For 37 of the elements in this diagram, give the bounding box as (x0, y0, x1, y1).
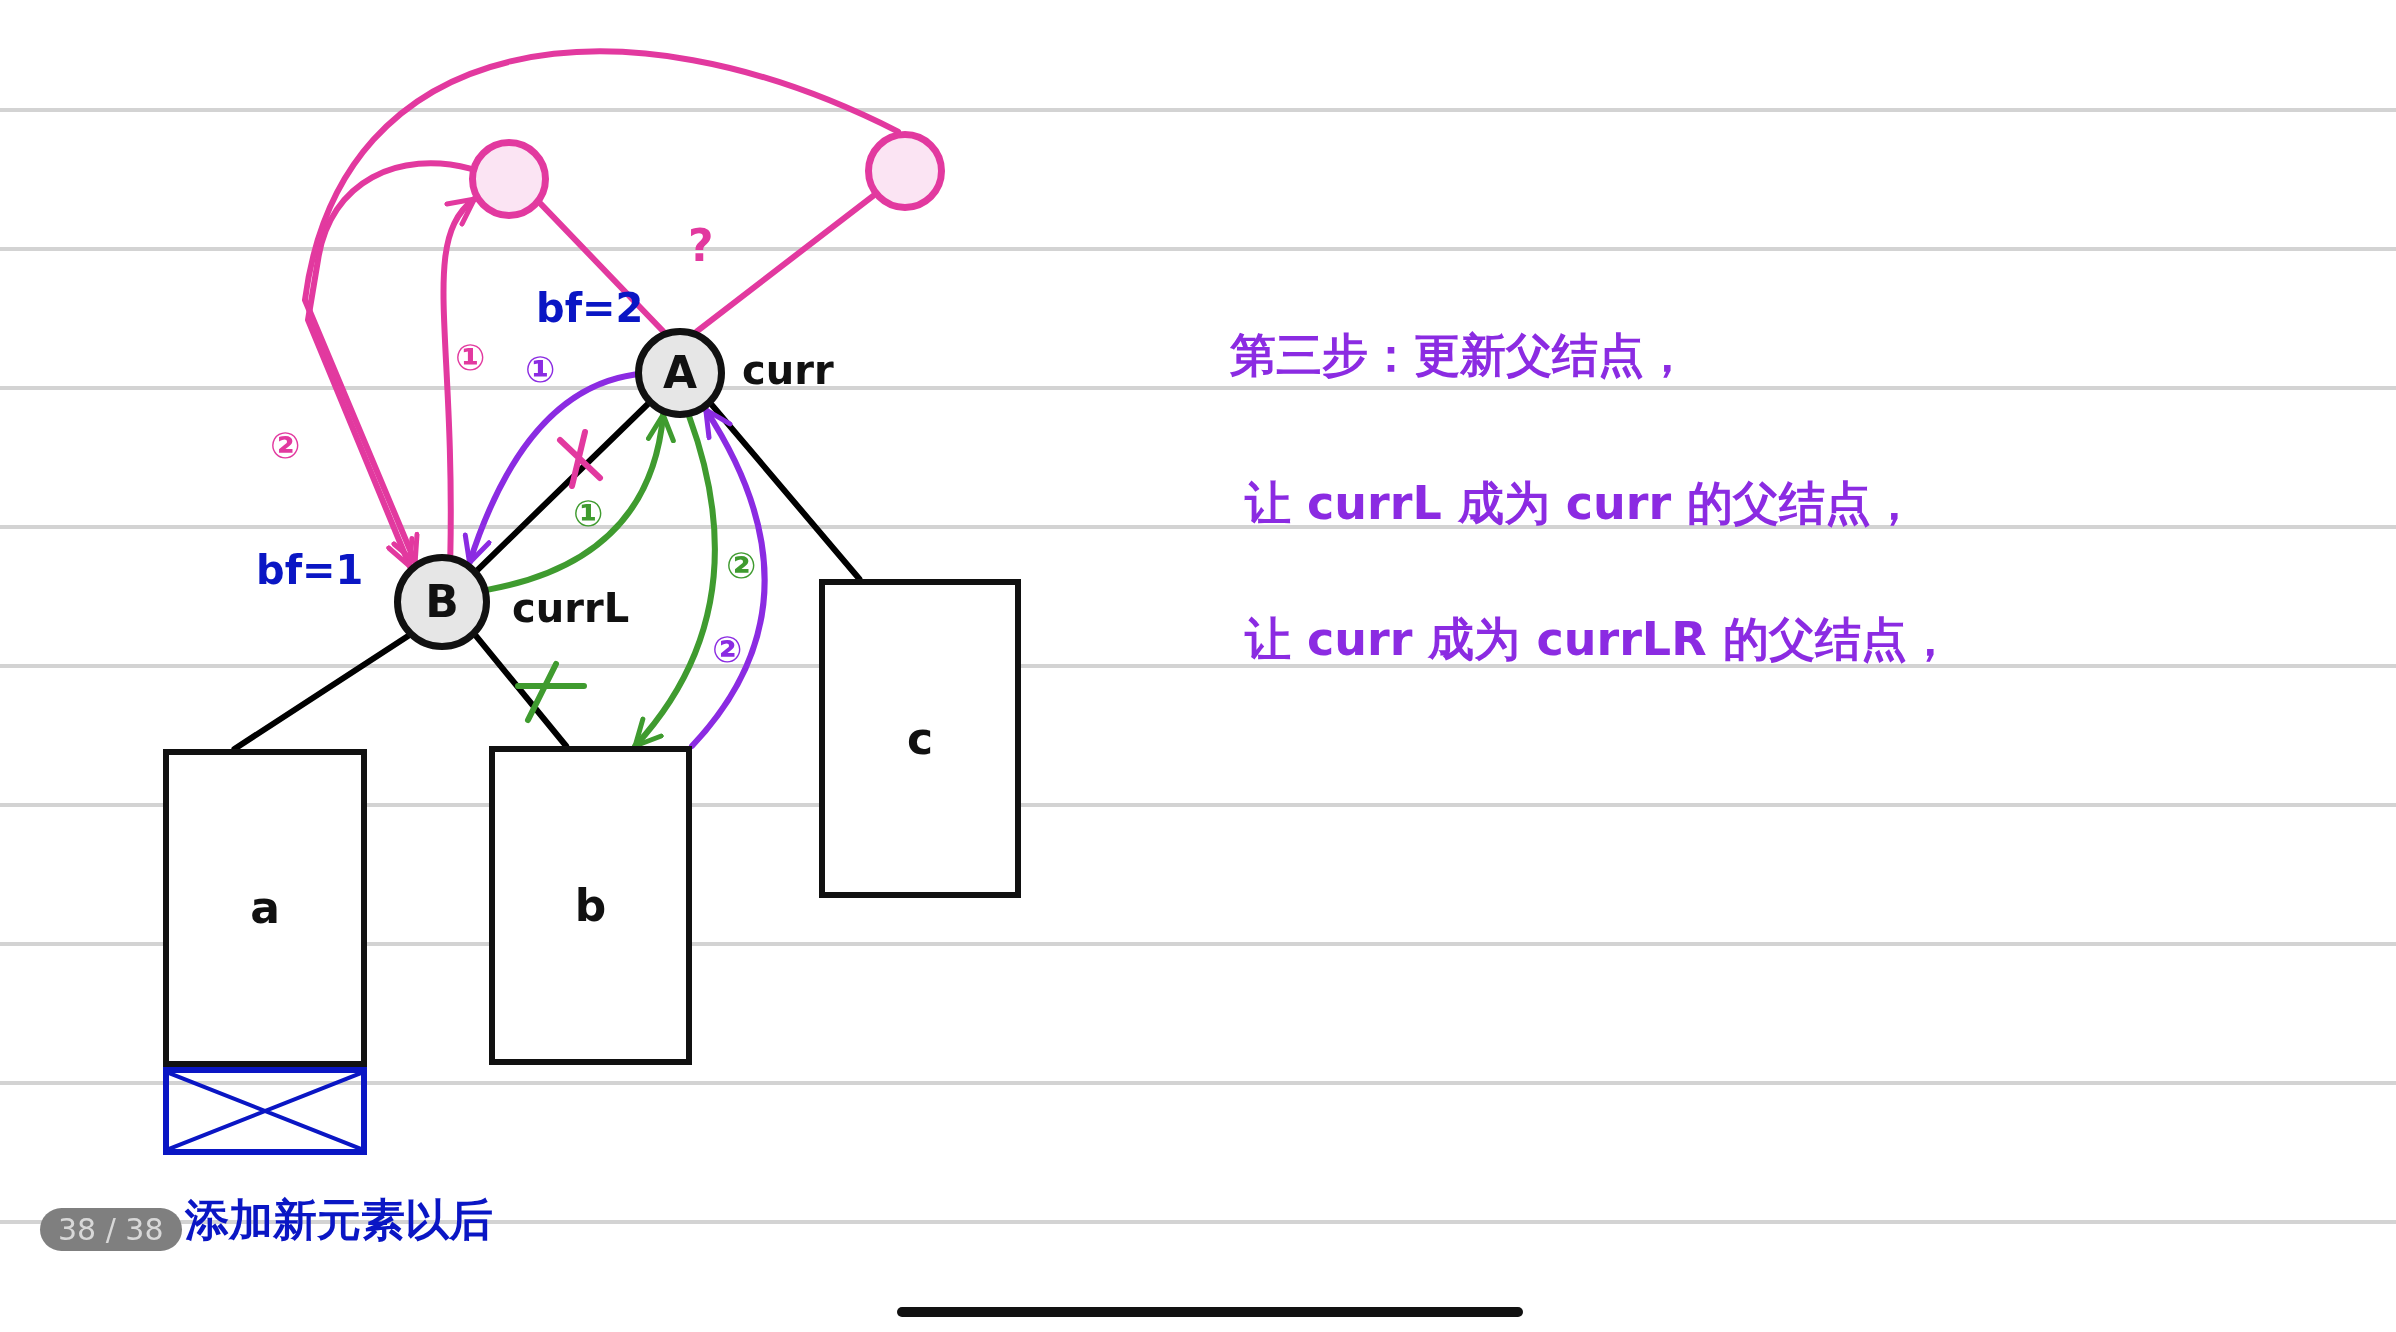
edge-label: ② (726, 548, 757, 584)
connector-line (474, 401, 651, 573)
connector-line (472, 632, 570, 749)
arrow (632, 414, 718, 749)
edge-label: ① (455, 340, 486, 376)
note-text: 第三步：更新父结点， (1230, 330, 1690, 381)
node-label: B (425, 580, 459, 624)
edge-label: ① (525, 352, 556, 388)
note-text: ? (688, 222, 714, 271)
subtree-box (163, 749, 367, 1067)
new-element-box (163, 1067, 367, 1155)
connector-line (693, 192, 877, 335)
edge-label: ② (270, 428, 301, 464)
tree-node-circle (635, 328, 725, 418)
subtree-box (489, 746, 692, 1065)
page-counter: 38 / 38 (40, 1208, 182, 1251)
note-text: 让 curr 成为 currLR 的父结点， (1245, 614, 1953, 665)
arrow (440, 196, 478, 558)
node-label: c (906, 716, 934, 761)
node-caption: 添加新元素以后 (185, 1196, 493, 1245)
arrow (689, 406, 768, 749)
node-label: a (250, 886, 280, 930)
node-label: b (574, 883, 607, 928)
arrow (302, 49, 902, 566)
node-caption: currL (512, 586, 630, 630)
note-text: 让 currL 成为 curr 的父结点， (1245, 478, 1918, 529)
edge-label: ② (712, 632, 743, 668)
node-caption: bf=1 (256, 548, 364, 592)
node-caption: curr (742, 348, 834, 392)
edge-label: ① (573, 496, 604, 532)
subtree-box (819, 579, 1021, 898)
node-caption: bf=2 (536, 286, 644, 330)
node-label: A (662, 351, 698, 395)
connector-line (537, 200, 667, 335)
connector-line (708, 401, 863, 582)
connector-line (231, 632, 412, 752)
tree-node-circle (394, 554, 490, 650)
